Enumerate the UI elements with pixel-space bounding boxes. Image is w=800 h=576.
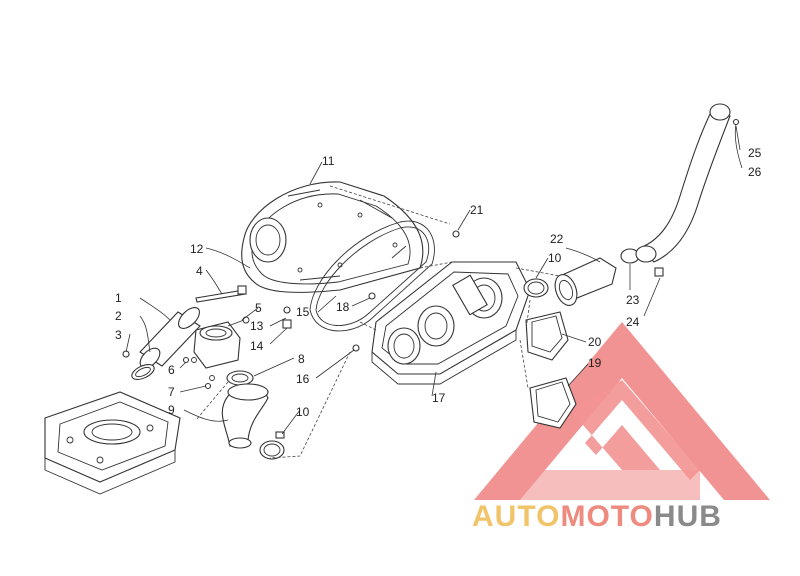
callout-20: 20	[588, 335, 602, 349]
callout-15: 15	[296, 305, 310, 319]
leader-lines	[125, 123, 743, 435]
outer-cvt-cover	[241, 181, 424, 293]
zip-tie	[195, 285, 247, 303]
callout-6: 6	[168, 363, 175, 377]
callout-13: 13	[250, 319, 264, 333]
exhaust-duct-assembly	[523, 103, 740, 429]
fastener-hardware	[122, 184, 460, 390]
blower-adapter	[191, 316, 250, 381]
callout-4: 4	[196, 264, 203, 278]
callout-21: 21	[470, 203, 484, 217]
callout-7: 7	[168, 385, 175, 399]
svg-text:AUTOMOTOHUB: AUTOMOTOHUB	[472, 500, 722, 533]
watermark-text: AUTOMOTOHUB	[472, 500, 722, 533]
air-box-base	[44, 391, 181, 495]
callout-18: 18	[336, 300, 350, 314]
callout-5: 5	[255, 301, 262, 315]
alignment-lines	[195, 185, 561, 459]
callout-8: 8	[298, 352, 305, 366]
callout-10-upper: 10	[548, 251, 562, 265]
watermark-moto: MOTO	[560, 500, 653, 533]
callout-11: 11	[322, 154, 335, 168]
callout-labels: 1 2 3 4 5 6 7 8 9 10 10 11 12 13 14 15 1…	[115, 146, 762, 419]
callout-19: 19	[588, 356, 602, 370]
callout-3: 3	[115, 328, 122, 342]
watermark-hub: HUB	[654, 500, 722, 533]
watermark-logo	[474, 322, 770, 500]
callout-12: 12	[190, 242, 204, 256]
callout-24: 24	[626, 315, 640, 329]
callout-14: 14	[250, 339, 264, 353]
callout-25: 25	[748, 146, 762, 160]
inner-cvt-housing	[371, 261, 531, 385]
callout-17: 17	[432, 391, 446, 405]
intake-hose	[131, 307, 201, 380]
callout-2: 2	[115, 309, 122, 323]
callout-23: 23	[626, 293, 640, 307]
elbow-duct	[221, 370, 285, 460]
callout-26: 26	[748, 165, 762, 179]
callout-1: 1	[115, 291, 122, 305]
callout-9: 9	[168, 403, 175, 417]
callout-22: 22	[550, 232, 564, 246]
callout-16: 16	[296, 372, 310, 386]
cover-gasket	[309, 220, 435, 332]
callout-10-lower: 10	[296, 405, 310, 419]
watermark-auto: AUTO	[472, 500, 560, 533]
